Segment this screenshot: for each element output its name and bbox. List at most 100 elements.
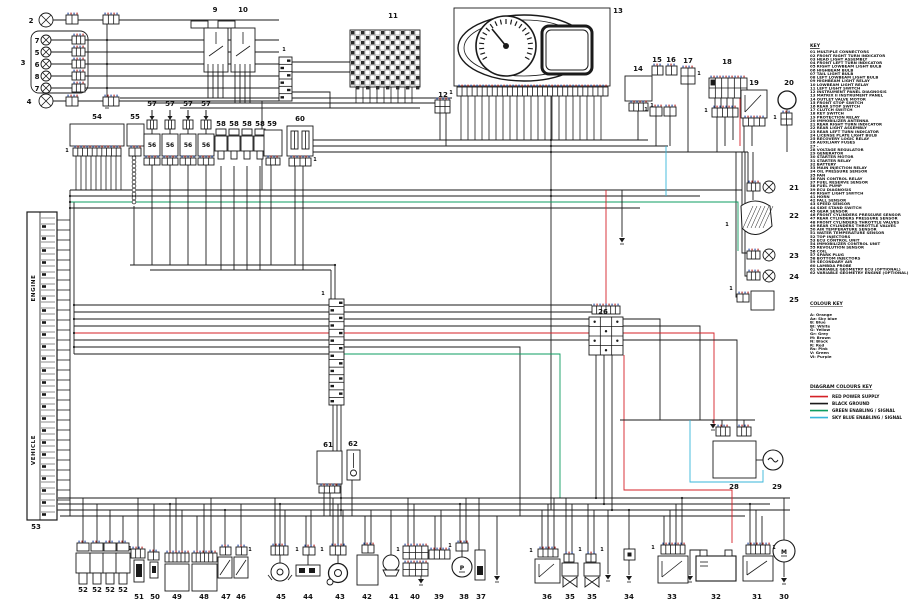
label: 12: [438, 91, 448, 99]
label: 42: [362, 593, 372, 601]
junction-dot: [549, 188, 553, 192]
key-entry: 50 AIR TEMPERATURE SENSOR: [810, 227, 877, 232]
key-entry: 27 -: [810, 143, 819, 148]
ground-arrow-icon: [710, 424, 716, 429]
label: 58: [229, 120, 239, 128]
key-entry: 29 GENERATOR: [810, 151, 843, 156]
key-entry: 42 FALL SENSOR: [810, 198, 846, 203]
key-entry: 61 VARIABLE GEOMETRY ECU (OPTIONAL): [810, 266, 901, 271]
label: 23: [789, 252, 799, 260]
key-entry: 18 KEY SWITCH: [810, 111, 844, 116]
label: M: [781, 549, 787, 556]
key-entry: 33 MAIN INJECTION RELAY: [810, 165, 867, 170]
key-entry: 44 SIDE STAND SWITCH: [810, 205, 862, 210]
ground-arrow-icon: [494, 576, 500, 581]
wire: [344, 332, 715, 427]
label: 1: [529, 548, 533, 554]
wire-layer: [51, 19, 790, 586]
wire: [287, 574, 293, 581]
diagram-colour-entry: GREEN ENABLING / SIGNAL: [832, 408, 896, 413]
label: 7: [35, 85, 40, 93]
wire: [744, 94, 762, 113]
wire: [494, 21, 498, 27]
junction-dot: [68, 206, 72, 210]
junction-dot: [68, 194, 72, 198]
diagram-colour-entry: BLACK GROUND: [832, 401, 870, 406]
label: 43: [335, 593, 345, 601]
wire: [764, 271, 774, 281]
colour-key-entry: V: Green: [810, 350, 829, 355]
label: 1: [650, 103, 654, 109]
wire: [42, 48, 50, 56]
label: 29: [772, 483, 782, 491]
wire: [344, 346, 521, 516]
colour-key-entry: Az: Sky blue: [810, 316, 837, 321]
wire: [623, 355, 733, 543]
label: 25: [789, 296, 799, 304]
label: 52: [78, 586, 88, 594]
label: 31: [752, 593, 762, 601]
label: 28: [729, 483, 739, 491]
junction-dot: [105, 62, 109, 66]
label: 54: [92, 113, 102, 121]
wire: [40, 95, 52, 107]
wire: [689, 549, 702, 575]
wire: [509, 19, 513, 25]
colour-key-title: COLOUR KEY: [810, 301, 844, 307]
label: 16: [666, 56, 676, 64]
key-entry: 24 LICENSE PLATE LIGHT BULB: [810, 132, 877, 137]
label: 1: [248, 547, 252, 553]
wire: [735, 152, 737, 298]
junction-dot: [72, 317, 76, 321]
label: 1: [644, 107, 648, 113]
label: 48: [199, 593, 209, 601]
label: 13: [613, 7, 623, 15]
wire: [208, 45, 224, 57]
key-entry: 16 REAR STOP SWITCH: [810, 104, 860, 109]
key-entry: 22 REAR LIGHT ASSEMBLY: [810, 125, 867, 130]
wire: [344, 325, 701, 420]
label: 20: [784, 79, 794, 87]
diagram-colour-entry: RED POWER SUPPLY: [832, 394, 880, 399]
wire: [538, 563, 555, 578]
label: 7: [35, 37, 40, 45]
wire: [524, 56, 530, 61]
ground-arrow-icon: [605, 575, 611, 580]
ground-arrow-icon: [781, 578, 787, 583]
label: 9: [213, 6, 218, 14]
key-entry: 15 FRONT STOP SWITCH: [810, 100, 863, 105]
label: 5: [35, 49, 40, 57]
label: 6: [35, 61, 40, 69]
wire: [514, 21, 518, 27]
label: 56: [184, 142, 192, 149]
key-entry: 12 INSTRUMENT PANEL DIAGNOSIS: [810, 89, 887, 94]
label: 19: [749, 79, 759, 87]
wire: [40, 14, 52, 26]
junction-dot: [223, 508, 227, 512]
key-entry: 05 RIGHT LOWBEAM LIGHT BULB: [810, 64, 881, 69]
label: 52: [105, 586, 115, 594]
label: P: [460, 565, 465, 572]
wire: [661, 560, 683, 578]
diagram-colours-key-entries: RED POWER SUPPLY BLACK GROUND GREEN ENABLI…: [810, 394, 902, 420]
label: 1: [651, 545, 655, 551]
wire: [479, 47, 485, 50]
key-entry: 34 OIL PRESSURE SENSOR: [810, 169, 867, 174]
key-entry: 30 STARTER MOTOR: [810, 154, 854, 159]
label: 1: [313, 157, 317, 163]
key-entry: 51 WATER TEMPERATURE SENSOR: [810, 230, 884, 235]
key-entry: 31 STARTER RELAY: [810, 158, 851, 163]
label: 56: [202, 142, 210, 149]
wire: [764, 182, 774, 192]
key-entry: 06 HIGHBEAM BULB: [810, 67, 853, 72]
key-entry: 54 IMMOBILIZER CONTROL UNIT: [810, 241, 881, 246]
label: 50: [150, 593, 160, 601]
colour-key-entry: Bi: White: [810, 323, 830, 328]
key-entry: 03 HEAD LIGHT ASSEMBLY: [810, 56, 867, 61]
wire: [485, 27, 491, 32]
label: 1: [320, 547, 324, 553]
wire: [70, 201, 739, 251]
label: 24: [789, 273, 799, 281]
